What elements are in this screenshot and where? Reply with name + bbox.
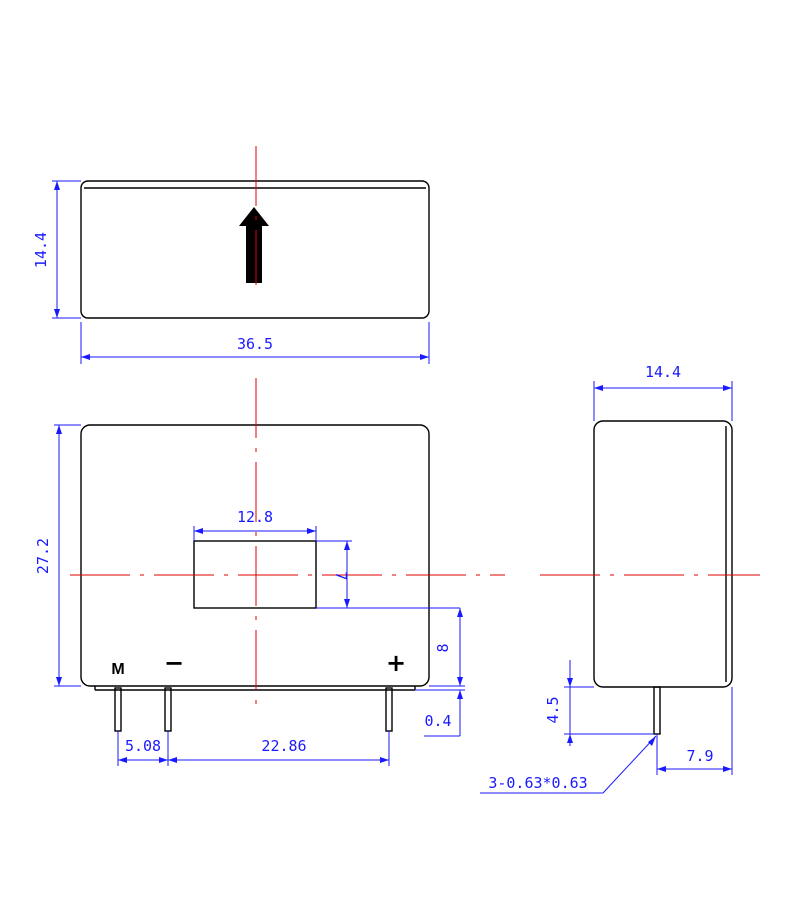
dim-front-height-label: 27.2: [34, 538, 52, 574]
dim-side-width-label: 14.4: [645, 363, 681, 381]
side-view: [540, 420, 760, 735]
current-direction-arrow-icon: [239, 207, 269, 283]
dim-hole-width-label: 12.8: [237, 508, 273, 526]
dim-hole-height-label: 7: [332, 571, 350, 580]
dim-hole-height: 7: [316, 540, 460, 609]
top-view-body: [80, 180, 430, 319]
side-view-body: [593, 420, 733, 688]
pin-m: [114, 687, 122, 732]
pin-minus-label: −: [164, 649, 184, 677]
dim-pin-pitch-m-label: 5.08: [125, 737, 161, 755]
dim-pin-pitch-m: 5.08: [117, 731, 169, 766]
dim-pin-spec: 3-0.63*0.63: [480, 735, 657, 794]
dim-top-height-label: 14.4: [32, 232, 50, 268]
dim-pin-offset: 7.9: [656, 687, 733, 775]
side-view-pin: [653, 686, 661, 735]
dim-pin-pitch-main: 22.86: [168, 731, 390, 766]
dim-pin-spec-label: 3-0.63*0.63: [488, 774, 587, 792]
dim-pin-length: 4.5: [544, 660, 654, 746]
dim-hole-to-bottom-label: 8: [434, 643, 452, 652]
dim-pin-pitch-main-label: 22.86: [261, 737, 306, 755]
dim-top-width: 36.5: [80, 322, 430, 364]
dim-hole-width: 12.8: [193, 508, 317, 541]
pin-m-label: M: [111, 661, 124, 678]
dim-side-width: 14.4: [593, 363, 733, 421]
dim-front-height: 27.2: [34, 424, 81, 687]
top-view: [80, 146, 430, 319]
dim-standoff-label: 0.4: [424, 712, 451, 730]
dim-pin-offset-label: 7.9: [686, 747, 713, 765]
pin-minus: [164, 687, 172, 732]
pin-plus: [385, 687, 393, 732]
front-view-body: [80, 424, 430, 687]
pin-plus-label: +: [386, 649, 406, 677]
dim-top-width-label: 36.5: [237, 335, 273, 353]
dim-standoff: 0.4: [415, 689, 465, 737]
front-view: M − +: [70, 378, 505, 732]
dim-top-height: 14.4: [32, 180, 81, 319]
dim-hole-to-bottom: 8: [429, 608, 465, 687]
dim-pin-length-label: 4.5: [544, 696, 562, 723]
